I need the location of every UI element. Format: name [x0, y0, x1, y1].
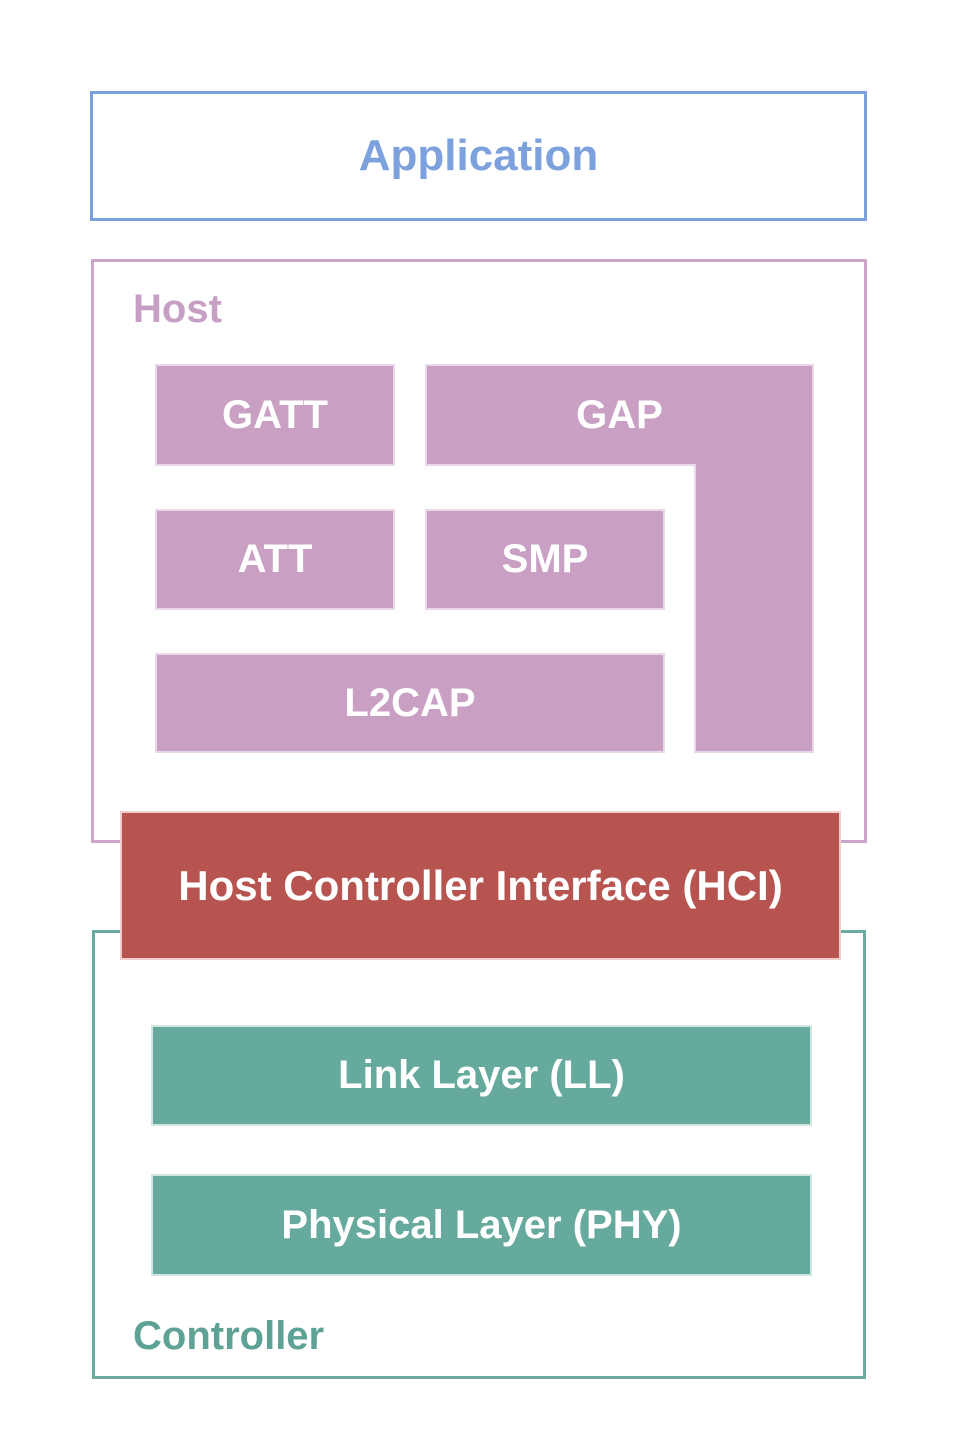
- controller-label: Controller: [133, 1314, 325, 1358]
- l2cap-label: L2CAP: [344, 680, 476, 725]
- controller-layer-box: Link Layer (LL) Physical Layer (PHY) Con…: [92, 930, 866, 1379]
- gap-l-shape: [425, 364, 814, 753]
- gap-block: GAP: [425, 364, 814, 753]
- phy-label: Physical Layer (PHY): [281, 1202, 682, 1247]
- hci-block: Host Controller Interface (HCI): [120, 811, 841, 960]
- link-layer-label: Link Layer (LL): [338, 1053, 625, 1097]
- application-label: Application: [358, 130, 599, 180]
- host-label: Host: [133, 287, 222, 331]
- host-layer-box: Host GATT GAP ATT SMP L2CAP: [91, 259, 867, 843]
- smp-label: SMP: [501, 537, 589, 581]
- hci-label: Host Controller Interface (HCI): [178, 861, 783, 909]
- phy-block: Physical Layer (PHY): [151, 1174, 812, 1276]
- link-layer-block: Link Layer (LL): [151, 1025, 812, 1126]
- gap-label: GAP: [576, 392, 663, 437]
- gatt-block: GATT: [155, 364, 395, 466]
- att-label: ATT: [237, 537, 313, 581]
- smp-block: SMP: [425, 509, 665, 610]
- gap-label-wrap: GAP: [425, 364, 814, 466]
- att-block: ATT: [155, 509, 395, 610]
- gatt-label: GATT: [222, 392, 328, 437]
- application-layer-box: Application: [90, 91, 867, 221]
- l2cap-block: L2CAP: [155, 653, 665, 753]
